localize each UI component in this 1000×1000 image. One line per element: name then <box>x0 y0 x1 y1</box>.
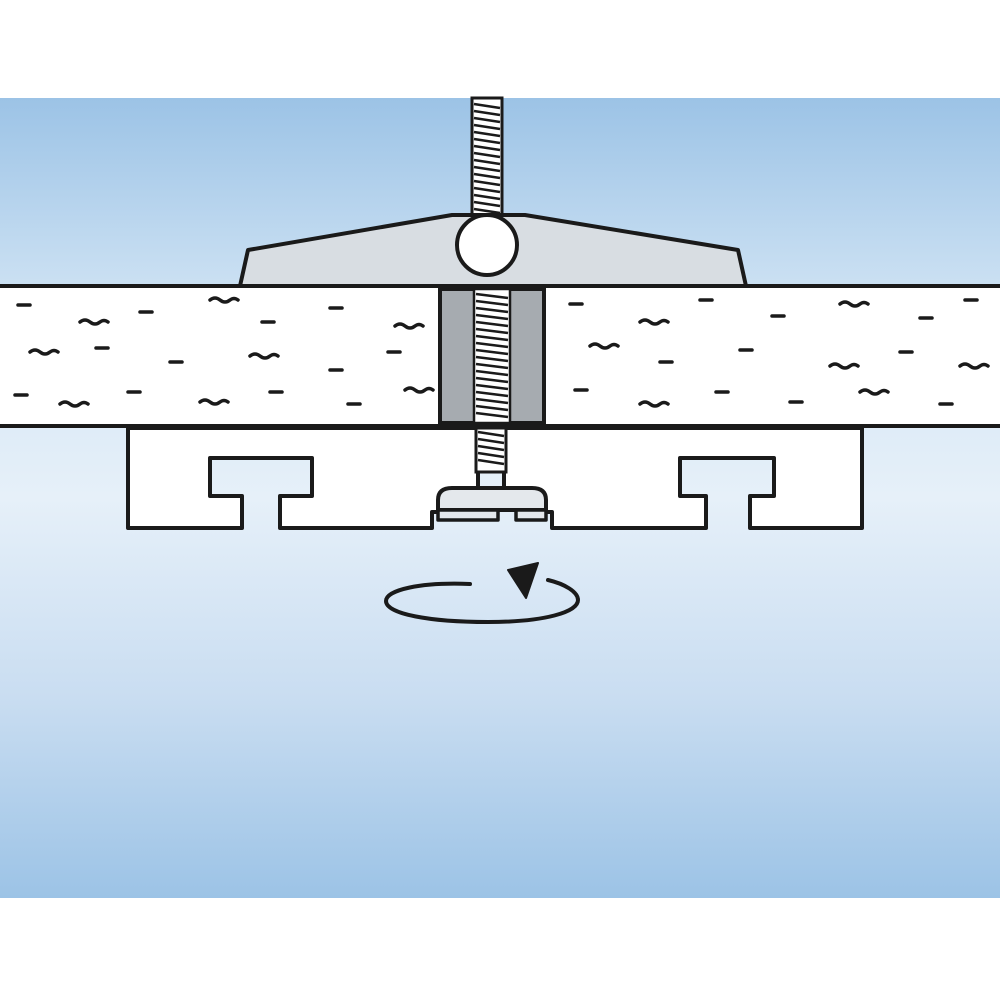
thread-line <box>473 130 501 138</box>
thread-line <box>475 404 509 412</box>
thread-line <box>475 348 509 356</box>
thread-line <box>475 327 509 335</box>
thread-line <box>475 397 509 405</box>
thread-line <box>475 355 509 363</box>
thread-line <box>473 193 501 201</box>
thread-line <box>475 334 509 342</box>
board-texture-mark <box>78 318 110 326</box>
thread-line <box>477 437 505 445</box>
thread-line <box>473 158 501 166</box>
rotation-arrow-icon <box>383 562 581 625</box>
thread-line <box>475 320 509 328</box>
board-texture-mark <box>858 388 890 396</box>
board-texture-mark <box>248 352 280 360</box>
thread-line <box>473 186 501 194</box>
thread-line <box>473 200 501 208</box>
thread-line <box>475 313 509 321</box>
thread-line <box>473 109 501 117</box>
thread-line <box>473 207 501 215</box>
thread-line <box>475 390 509 398</box>
thread-line <box>475 411 509 419</box>
thread-line <box>475 369 509 377</box>
board-texture-mark <box>393 322 425 330</box>
thread-line <box>473 116 501 124</box>
thread-line <box>473 123 501 131</box>
thread-line <box>473 102 501 110</box>
mounting-rail <box>126 426 864 530</box>
board-texture-mark <box>838 300 870 308</box>
bolt-head <box>436 486 548 522</box>
thread-line <box>475 383 509 391</box>
thread-line <box>477 430 505 438</box>
thread-line <box>475 362 509 370</box>
thread-line <box>477 451 505 459</box>
board-texture-mark <box>58 400 90 408</box>
wing-pivot <box>455 213 519 277</box>
thread-line <box>475 376 509 384</box>
board-texture-mark <box>588 342 620 350</box>
thread-line <box>473 137 501 145</box>
board-texture-mark <box>638 400 670 408</box>
bolt-sleeve <box>438 287 546 425</box>
board-texture-mark <box>958 362 990 370</box>
board-texture-mark <box>828 362 860 370</box>
board-texture-mark <box>403 386 435 394</box>
thread-line <box>477 458 505 466</box>
board-texture-mark <box>28 348 60 356</box>
board-texture-mark <box>208 296 240 304</box>
thread-line <box>473 144 501 152</box>
thread-line <box>475 299 509 307</box>
thread-line <box>473 165 501 173</box>
thread-line <box>475 292 509 300</box>
board-texture-mark <box>638 318 670 326</box>
bolt-shaft <box>470 96 504 220</box>
thread-line <box>475 341 509 349</box>
thread-line <box>477 444 505 452</box>
thread-line <box>473 179 501 187</box>
board-texture-mark <box>198 398 230 406</box>
thread-line <box>475 306 509 314</box>
thread-line <box>473 151 501 159</box>
thread-line <box>473 172 501 180</box>
